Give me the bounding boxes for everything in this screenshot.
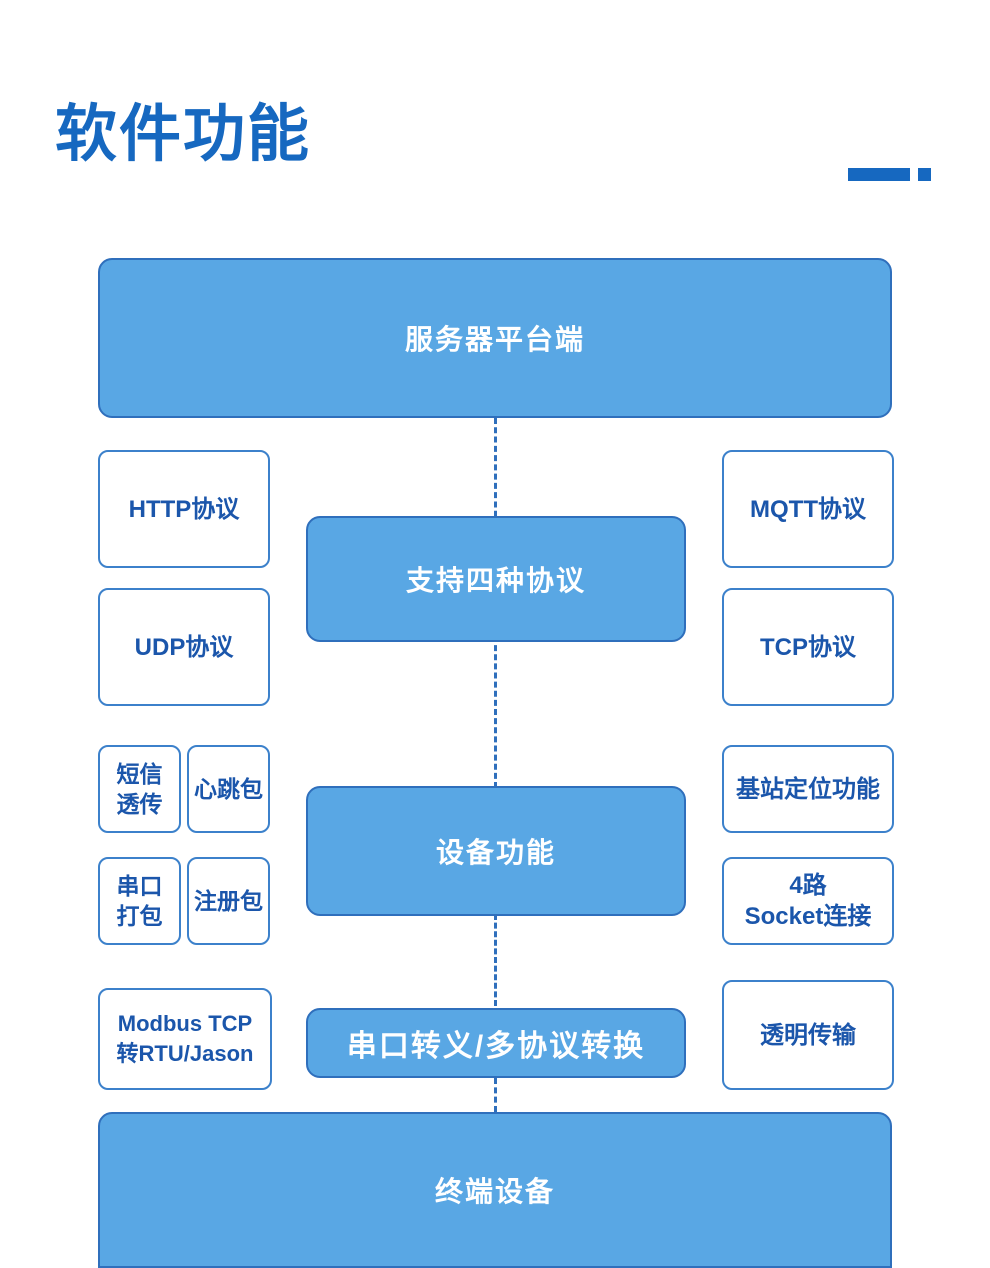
node-terminal-device[interactable]: 终端设备 (98, 1112, 892, 1268)
node-serial-escape-protocol-conversion[interactable]: 串口转义/多协议转换 (306, 1008, 686, 1078)
node-label: 透明传输 (760, 1021, 856, 1049)
page-title: 软件功能 (55, 100, 312, 169)
node-four-protocols[interactable]: 支持四种协议 (306, 516, 686, 642)
node-serial-packing[interactable]: 串口 打包 (98, 857, 181, 945)
node-device-functions[interactable]: 设备功能 (306, 786, 686, 916)
node-heartbeat-packet[interactable]: 心跳包 (187, 745, 270, 833)
node-label: 基站定位功能 (736, 775, 880, 803)
node-transparent-transmission[interactable]: 透明传输 (722, 980, 894, 1090)
dashed-connector-segment (494, 418, 497, 526)
node-label: 终端设备 (434, 1176, 555, 1207)
accent-dot-icon (918, 168, 931, 181)
node-label-line1: 短信 (116, 761, 163, 787)
dashed-connector-segment (494, 1078, 497, 1112)
node-label: 心跳包 (194, 776, 263, 802)
node-base-station-positioning[interactable]: 基站定位功能 (722, 745, 894, 833)
node-label: 服务器平台端 (404, 324, 585, 355)
node-mqtt-protocol[interactable]: MQTT协议 (722, 450, 894, 568)
node-label: 支持四种协议 (405, 565, 586, 596)
node-label: MQTT协议 (750, 495, 866, 523)
node-label-line1: 串口 (116, 873, 163, 899)
node-label: UDP协议 (134, 633, 234, 661)
dashed-connector-segment (494, 914, 497, 1006)
node-label: 串口转义/多协议转换 (346, 1030, 646, 1063)
node-label: 设备功能 (435, 837, 556, 868)
node-http-protocol[interactable]: HTTP协议 (98, 450, 270, 568)
node-label-line2: 透传 (116, 791, 163, 817)
node-label: TCP协议 (760, 633, 856, 661)
node-modbus-tcp-rtu[interactable]: Modbus TCP 转RTU/Jason (98, 988, 272, 1090)
node-label: HTTP协议 (128, 495, 240, 523)
node-label-line2: 打包 (116, 903, 163, 929)
node-server-platform[interactable]: 服务器平台端 (98, 258, 892, 418)
node-label: 注册包 (194, 888, 263, 914)
node-sms-passthrough[interactable]: 短信 透传 (98, 745, 181, 833)
node-tcp-protocol[interactable]: TCP协议 (722, 588, 894, 706)
dashed-connector-segment (494, 636, 497, 788)
node-register-packet[interactable]: 注册包 (187, 857, 270, 945)
accent-bar-icon (848, 168, 910, 181)
node-label-line1: Modbus TCP (117, 1011, 253, 1036)
node-four-socket-connections[interactable]: 4路 Socket连接 (722, 857, 894, 945)
node-udp-protocol[interactable]: UDP协议 (98, 588, 270, 706)
node-label-line2: Socket连接 (744, 903, 872, 930)
node-label-line1: 4路 (789, 872, 827, 899)
node-label-line2: 转RTU/Jason (116, 1041, 254, 1066)
